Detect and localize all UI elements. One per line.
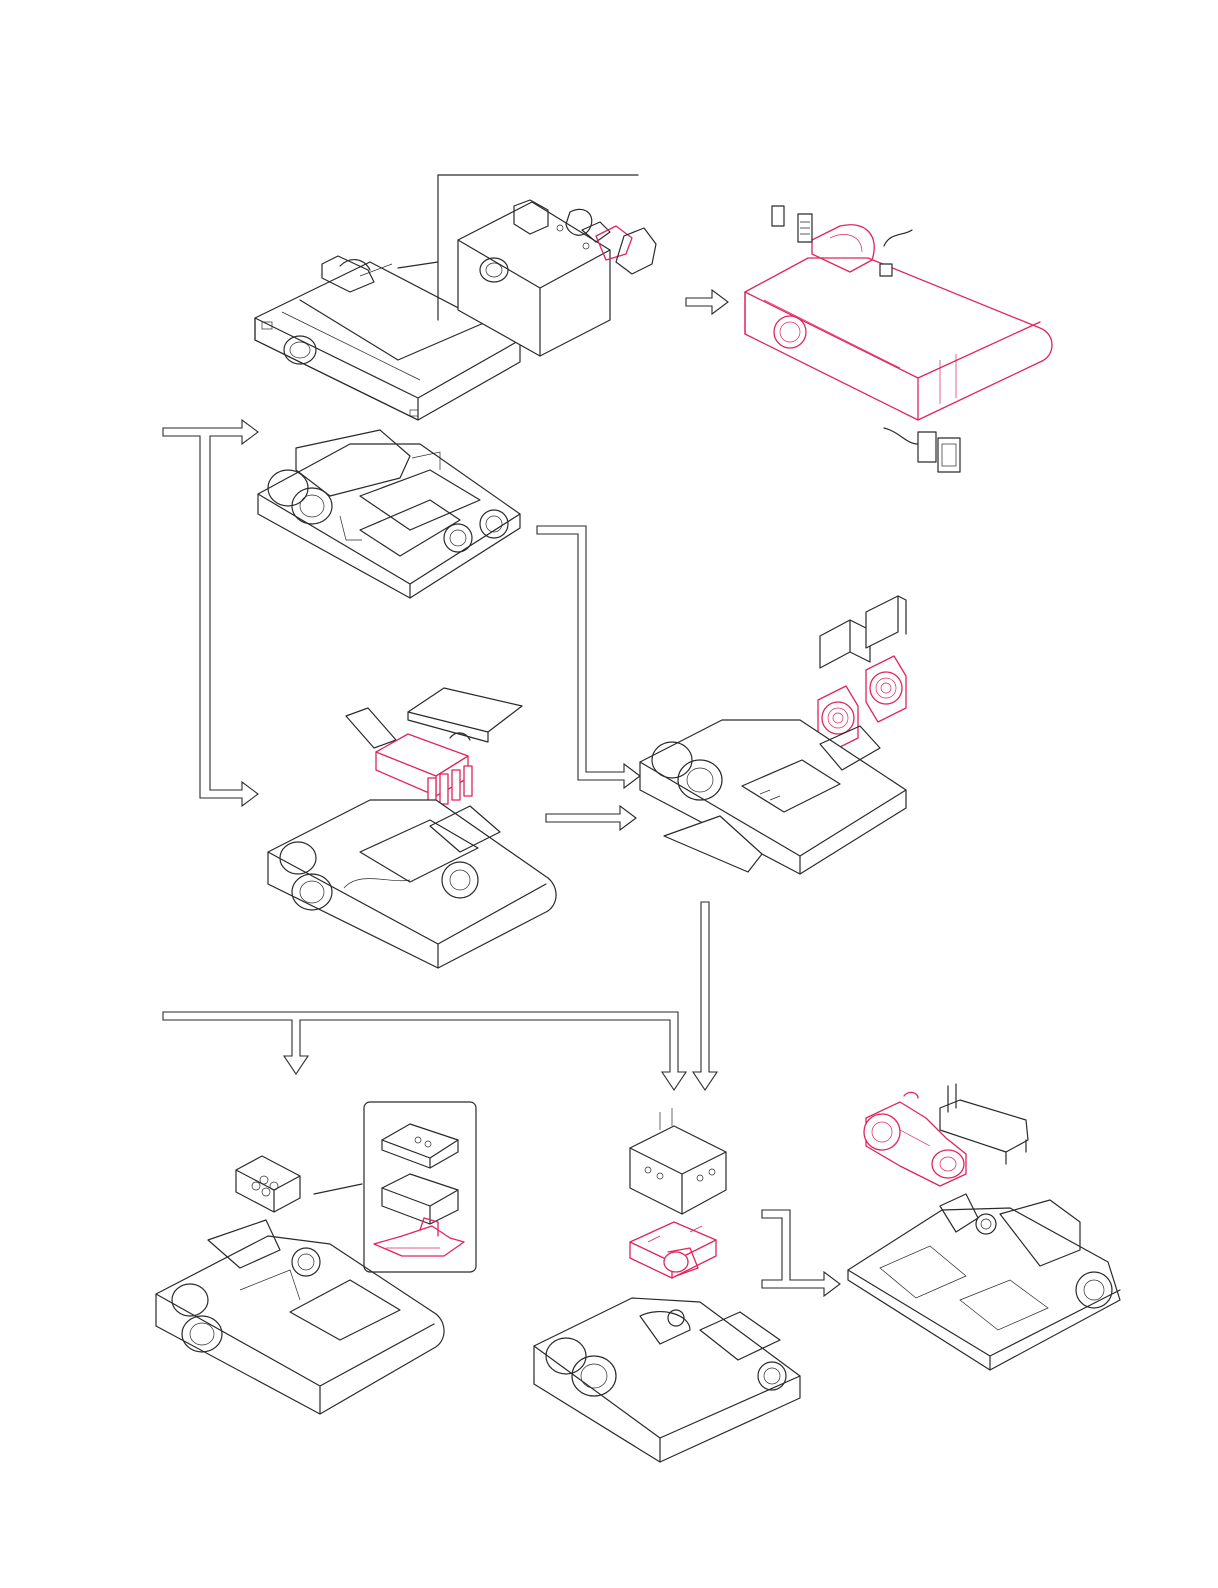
arrow-to-fan-unit [537,526,640,788]
arrow-board-to-fan [546,806,636,830]
arrow-to-top-case [686,290,728,314]
step-5-red-board [376,734,472,808]
step-6-red-shield [374,1218,464,1256]
step-2-top-case-highlight [745,206,1052,472]
step-7-power-unit [534,1108,800,1462]
arrow-to-optical-engine [762,1210,840,1296]
arrow-fan-down [693,902,717,1090]
arrow-left-bracket [163,420,258,806]
step-3-chassis-open [258,430,520,598]
step-5-board-unit [268,688,556,968]
arrow-lower-split [163,1012,686,1090]
step-4-fan-unit [640,596,906,874]
step-8-optical-engine [848,1084,1120,1370]
step-4-red-fans [818,656,906,752]
step-6-inset-shields [364,1102,476,1272]
step-7-red-power-board [630,1222,716,1278]
